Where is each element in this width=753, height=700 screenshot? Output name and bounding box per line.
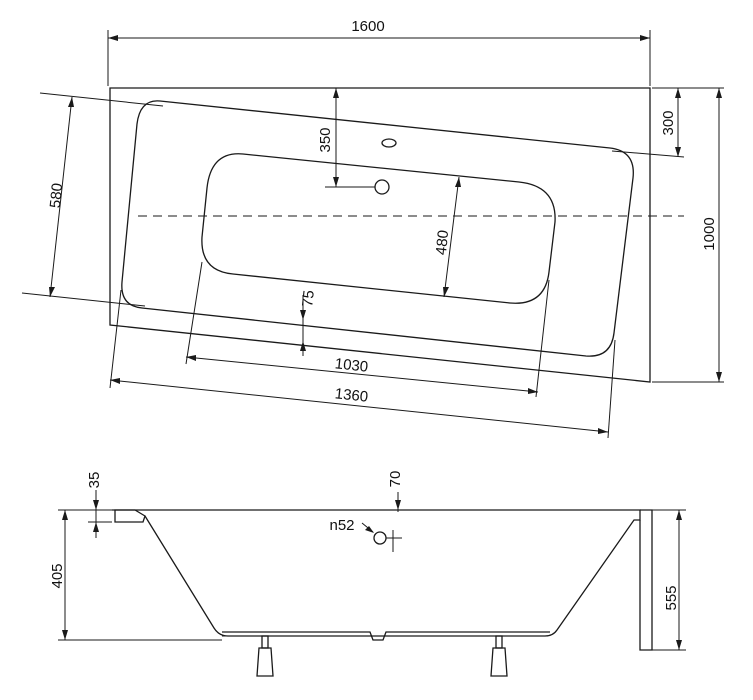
- overflow-hole-side: [373, 531, 387, 545]
- dim-label-350: 350: [317, 127, 334, 152]
- side-view: n52 70 35 405 555: [49, 471, 686, 677]
- drain-hole: [374, 179, 390, 195]
- tub-body-side: [112, 509, 641, 637]
- inner-rim-outline: [121, 100, 634, 357]
- tub-outline-top: [109, 87, 651, 383]
- right-foot-stem: [495, 635, 503, 649]
- overflow-slot: [381, 138, 397, 148]
- right-foot-base: [490, 647, 508, 677]
- left-foot-stem: [261, 635, 269, 649]
- dim-label-555: 555: [663, 585, 680, 610]
- dim-label-1360: 1360: [334, 385, 369, 405]
- dim-label-480: 480: [433, 229, 453, 256]
- dim-label-75: 75: [299, 289, 318, 307]
- basin-outline: [201, 153, 556, 304]
- dim-line-480: [443, 176, 460, 298]
- left-foot-base: [256, 647, 274, 677]
- dim-line-580: [49, 96, 73, 298]
- dim-label-35: 35: [86, 472, 103, 489]
- dim-label-1600: 1600: [351, 18, 384, 35]
- top-view: 1600 1000 300 350 580 480: [21, 18, 724, 439]
- right-skirt: [639, 509, 653, 651]
- dim-line-1030: [185, 356, 539, 393]
- dim-label-300: 300: [660, 110, 677, 135]
- dim-line-1360: [109, 379, 609, 433]
- dim-label-405: 405: [49, 563, 66, 588]
- bottom-platform: [222, 631, 550, 641]
- dim-label-70: 70: [387, 471, 404, 488]
- dim-label-580: 580: [47, 182, 67, 209]
- dim-label-n52: n52: [329, 517, 354, 534]
- left-rim-block: [114, 509, 146, 523]
- dim-label-1030: 1030: [334, 355, 369, 375]
- dim-label-1000: 1000: [701, 217, 718, 250]
